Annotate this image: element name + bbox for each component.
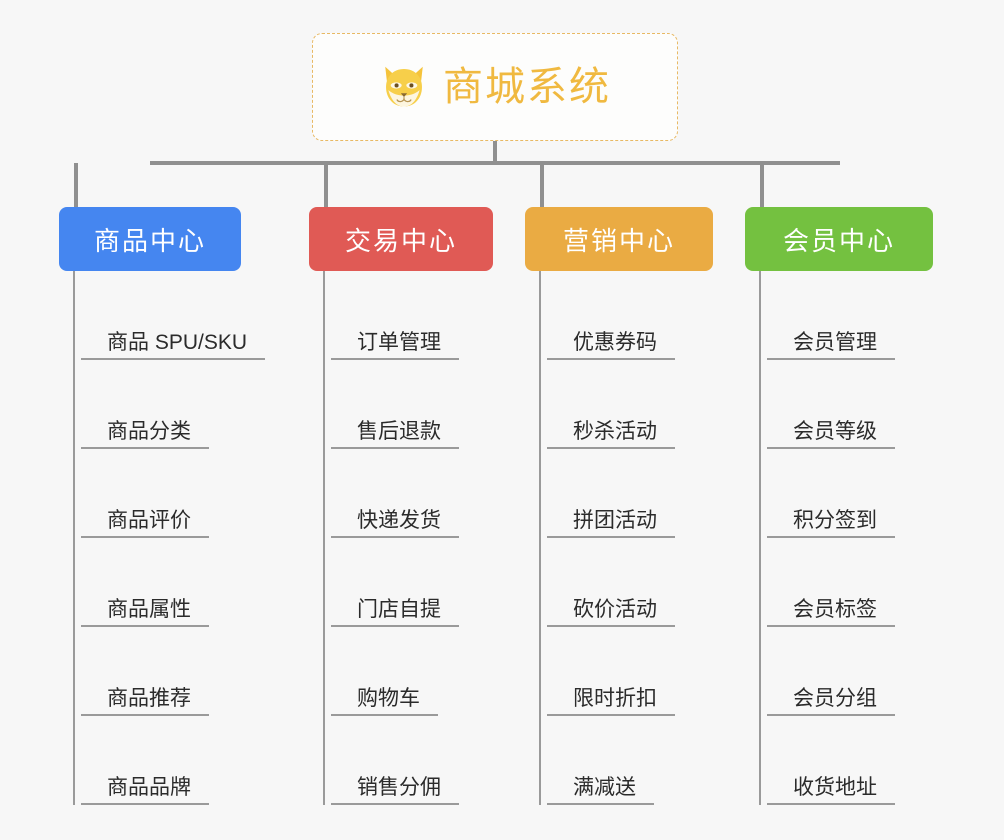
leaf-column-3: 优惠券码秒杀活动拼团活动砍价活动限时折扣满减送 xyxy=(539,271,759,805)
leaf-label: 商品 SPU/SKU xyxy=(81,331,266,360)
leaf-label: 秒杀活动 xyxy=(547,420,675,449)
leaf-item[interactable]: 门店自提 xyxy=(323,538,543,627)
leaf-label: 满减送 xyxy=(547,776,654,805)
leaf-item[interactable]: 限时折扣 xyxy=(539,627,759,716)
leaf-item[interactable]: 商品属性 xyxy=(73,538,293,627)
leaf-label: 会员等级 xyxy=(767,420,895,449)
leaf-item[interactable]: 满减送 xyxy=(539,716,759,805)
leaf-label: 商品分类 xyxy=(81,420,209,449)
leaf-spine xyxy=(539,271,541,805)
leaf-item[interactable]: 秒杀活动 xyxy=(539,360,759,449)
leaf-label: 会员分组 xyxy=(767,687,895,716)
branch-node-4[interactable]: 会员中心 xyxy=(745,207,933,271)
connector-branch-3 xyxy=(540,163,544,207)
shiba-dog-face-icon xyxy=(385,66,423,107)
leaf-label: 快递发货 xyxy=(331,509,459,538)
leaf-item[interactable]: 积分签到 xyxy=(759,449,979,538)
connector-horizontal-bus xyxy=(150,161,840,165)
connector-root-stem xyxy=(493,141,497,163)
leaf-column-1: 商品 SPU/SKU 商品分类商品评价商品属性商品推荐商品品牌 xyxy=(73,271,293,805)
leaf-label: 订单管理 xyxy=(331,331,459,360)
leaf-label: 门店自提 xyxy=(331,598,459,627)
leaf-item[interactable]: 购物车 xyxy=(323,627,543,716)
leaf-item[interactable]: 商品评价 xyxy=(73,449,293,538)
connector-branch-2 xyxy=(324,163,328,207)
connector-branch-1 xyxy=(74,163,78,207)
leaf-label: 限时折扣 xyxy=(547,687,675,716)
leaf-item[interactable]: 商品品牌 xyxy=(73,716,293,805)
leaf-item[interactable]: 订单管理 xyxy=(323,271,543,360)
leaf-spine xyxy=(759,271,761,805)
branch-node-3[interactable]: 营销中心 xyxy=(525,207,713,271)
branch-node-2[interactable]: 交易中心 xyxy=(309,207,493,271)
leaf-label: 优惠券码 xyxy=(547,331,675,360)
leaf-label: 商品评价 xyxy=(81,509,209,538)
leaf-label: 积分签到 xyxy=(767,509,895,538)
leaf-item[interactable]: 快递发货 xyxy=(323,449,543,538)
leaf-spine xyxy=(73,271,75,805)
branch-label: 商品中心 xyxy=(93,225,206,256)
leaf-item[interactable]: 售后退款 xyxy=(323,360,543,449)
leaf-column-4: 会员管理会员等级积分签到会员标签会员分组收货地址 xyxy=(759,271,979,805)
connector-branch-4 xyxy=(760,163,764,207)
leaf-item[interactable]: 拼团活动 xyxy=(539,449,759,538)
leaf-label: 拼团活动 xyxy=(547,509,675,538)
root-title: 商城系统 xyxy=(443,65,611,109)
branch-label: 会员中心 xyxy=(782,225,895,256)
leaf-label: 售后退款 xyxy=(331,420,459,449)
branch-label: 营销中心 xyxy=(562,225,675,256)
leaf-item[interactable]: 商品分类 xyxy=(73,360,293,449)
leaf-item[interactable]: 优惠券码 xyxy=(539,271,759,360)
leaf-label: 商品属性 xyxy=(81,598,209,627)
leaf-item[interactable]: 砍价活动 xyxy=(539,538,759,627)
leaf-label: 会员管理 xyxy=(767,331,895,360)
branch-node-1[interactable]: 商品中心 xyxy=(59,207,241,271)
leaf-item[interactable]: 商品推荐 xyxy=(73,627,293,716)
leaf-label: 砍价活动 xyxy=(547,598,675,627)
leaf-item[interactable]: 会员分组 xyxy=(759,627,979,716)
leaf-column-2: 订单管理售后退款快递发货门店自提购物车销售分佣 xyxy=(323,271,543,805)
leaf-label: 商品品牌 xyxy=(81,776,209,805)
leaf-label: 购物车 xyxy=(331,687,438,716)
leaf-item[interactable]: 销售分佣 xyxy=(323,716,543,805)
branch-label: 交易中心 xyxy=(344,225,457,256)
leaf-item[interactable]: 会员管理 xyxy=(759,271,979,360)
leaf-spine xyxy=(323,271,325,805)
leaf-item[interactable]: 会员标签 xyxy=(759,538,979,627)
leaf-item[interactable]: 会员等级 xyxy=(759,360,979,449)
leaf-item[interactable]: 商品 SPU/SKU xyxy=(73,271,293,360)
leaf-label: 销售分佣 xyxy=(331,776,459,805)
leaf-item[interactable]: 收货地址 xyxy=(759,716,979,805)
leaf-label: 会员标签 xyxy=(767,598,895,627)
root-node[interactable]: 商城系统 xyxy=(312,33,678,141)
leaf-label: 商品推荐 xyxy=(81,687,209,716)
leaf-label: 收货地址 xyxy=(767,776,895,805)
